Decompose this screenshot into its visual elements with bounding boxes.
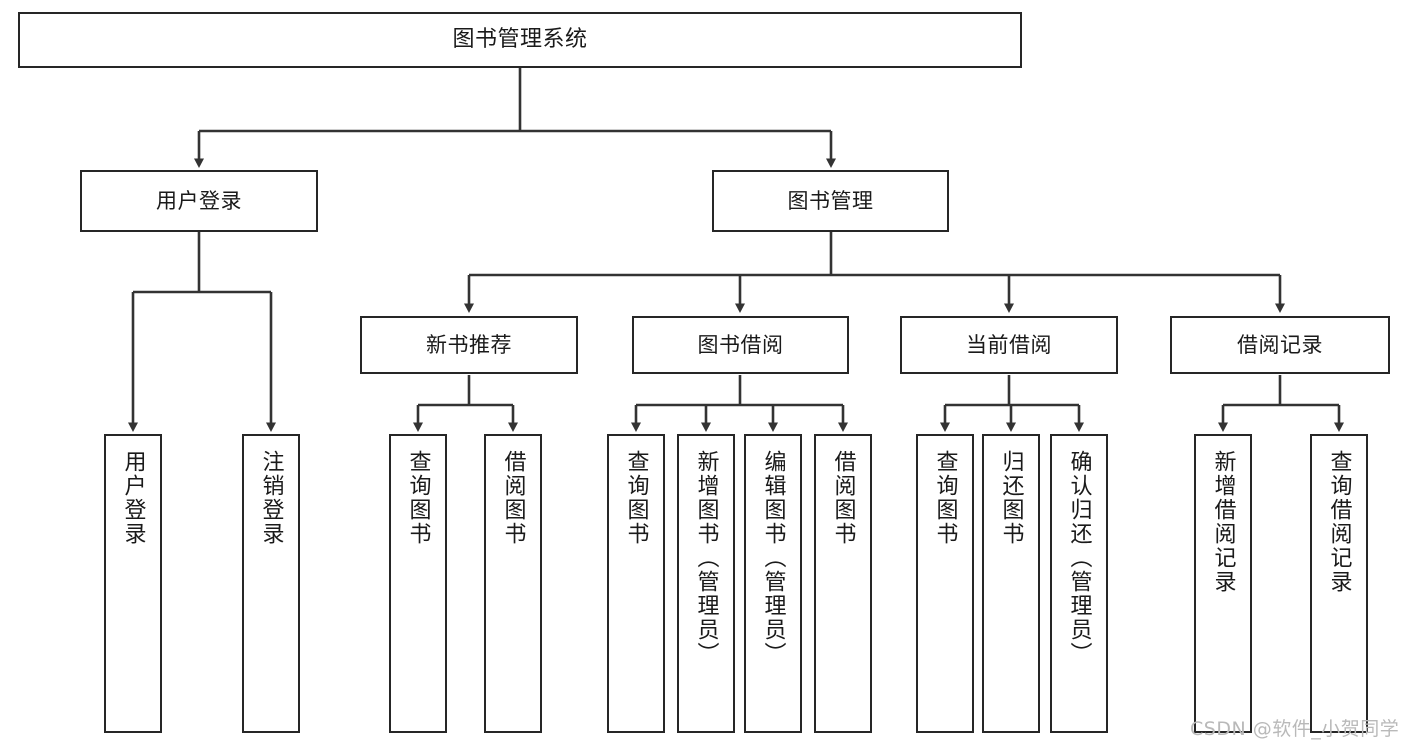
- leaf-query-book-3[interactable]: 查询图书: [916, 434, 974, 733]
- node-book-borrow[interactable]: 图书借阅: [632, 316, 849, 374]
- leaf-add-borrow-record-label: 新增借阅记录: [1210, 450, 1236, 594]
- leaf-query-borrow-record-label: 查询借阅记录: [1326, 450, 1352, 594]
- leaf-user-login-label: 用户登录: [120, 450, 146, 546]
- node-user-login-label: 用户登录: [156, 188, 242, 213]
- leaf-confirm-return-label: 确认归还（管理员）: [1066, 450, 1092, 666]
- node-new-book-recommend[interactable]: 新书推荐: [360, 316, 578, 374]
- leaf-query-book-1[interactable]: 查询图书: [389, 434, 447, 733]
- node-borrow-record-label: 借阅记录: [1237, 332, 1323, 357]
- leaf-add-book-label: 新增图书（管理员）: [693, 450, 719, 666]
- leaf-edit-book[interactable]: 编辑图书（管理员）: [744, 434, 802, 733]
- node-borrow-record[interactable]: 借阅记录: [1170, 316, 1390, 374]
- leaf-user-logout[interactable]: 注销登录: [242, 434, 300, 733]
- leaf-user-logout-label: 注销登录: [258, 450, 284, 546]
- csdn-watermark: CSDN @软件_小贺同学: [1190, 718, 1400, 740]
- leaf-query-borrow-record[interactable]: 查询借阅记录: [1310, 434, 1368, 733]
- leaf-borrow-book-2-label: 借阅图书: [830, 450, 856, 546]
- leaf-query-book-1-label: 查询图书: [405, 450, 431, 546]
- leaf-borrow-book-1[interactable]: 借阅图书: [484, 434, 542, 733]
- node-book-manage-label: 图书管理: [787, 188, 874, 213]
- leaf-query-book-3-label: 查询图书: [932, 450, 958, 546]
- node-current-borrow[interactable]: 当前借阅: [900, 316, 1118, 374]
- node-book-manage[interactable]: 图书管理: [712, 170, 949, 232]
- leaf-return-book-label: 归还图书: [998, 450, 1024, 546]
- leaf-user-login[interactable]: 用户登录: [104, 434, 162, 733]
- node-current-borrow-label: 当前借阅: [966, 332, 1052, 357]
- leaf-edit-book-label: 编辑图书（管理员）: [760, 450, 786, 666]
- node-user-login[interactable]: 用户登录: [80, 170, 318, 232]
- leaf-query-book-2[interactable]: 查询图书: [607, 434, 665, 733]
- leaf-add-borrow-record[interactable]: 新增借阅记录: [1194, 434, 1252, 733]
- leaf-return-book[interactable]: 归还图书: [982, 434, 1040, 733]
- leaf-add-book[interactable]: 新增图书（管理员）: [677, 434, 735, 733]
- leaf-query-book-2-label: 查询图书: [623, 450, 649, 546]
- node-book-borrow-label: 图书借阅: [697, 332, 784, 357]
- node-root-label: 图书管理系统: [452, 27, 588, 53]
- leaf-confirm-return[interactable]: 确认归还（管理员）: [1050, 434, 1108, 733]
- leaf-borrow-book-1-label: 借阅图书: [500, 450, 526, 546]
- node-new-book-recommend-label: 新书推荐: [426, 332, 512, 357]
- node-root[interactable]: 图书管理系统: [18, 12, 1022, 68]
- leaf-borrow-book-2[interactable]: 借阅图书: [814, 434, 872, 733]
